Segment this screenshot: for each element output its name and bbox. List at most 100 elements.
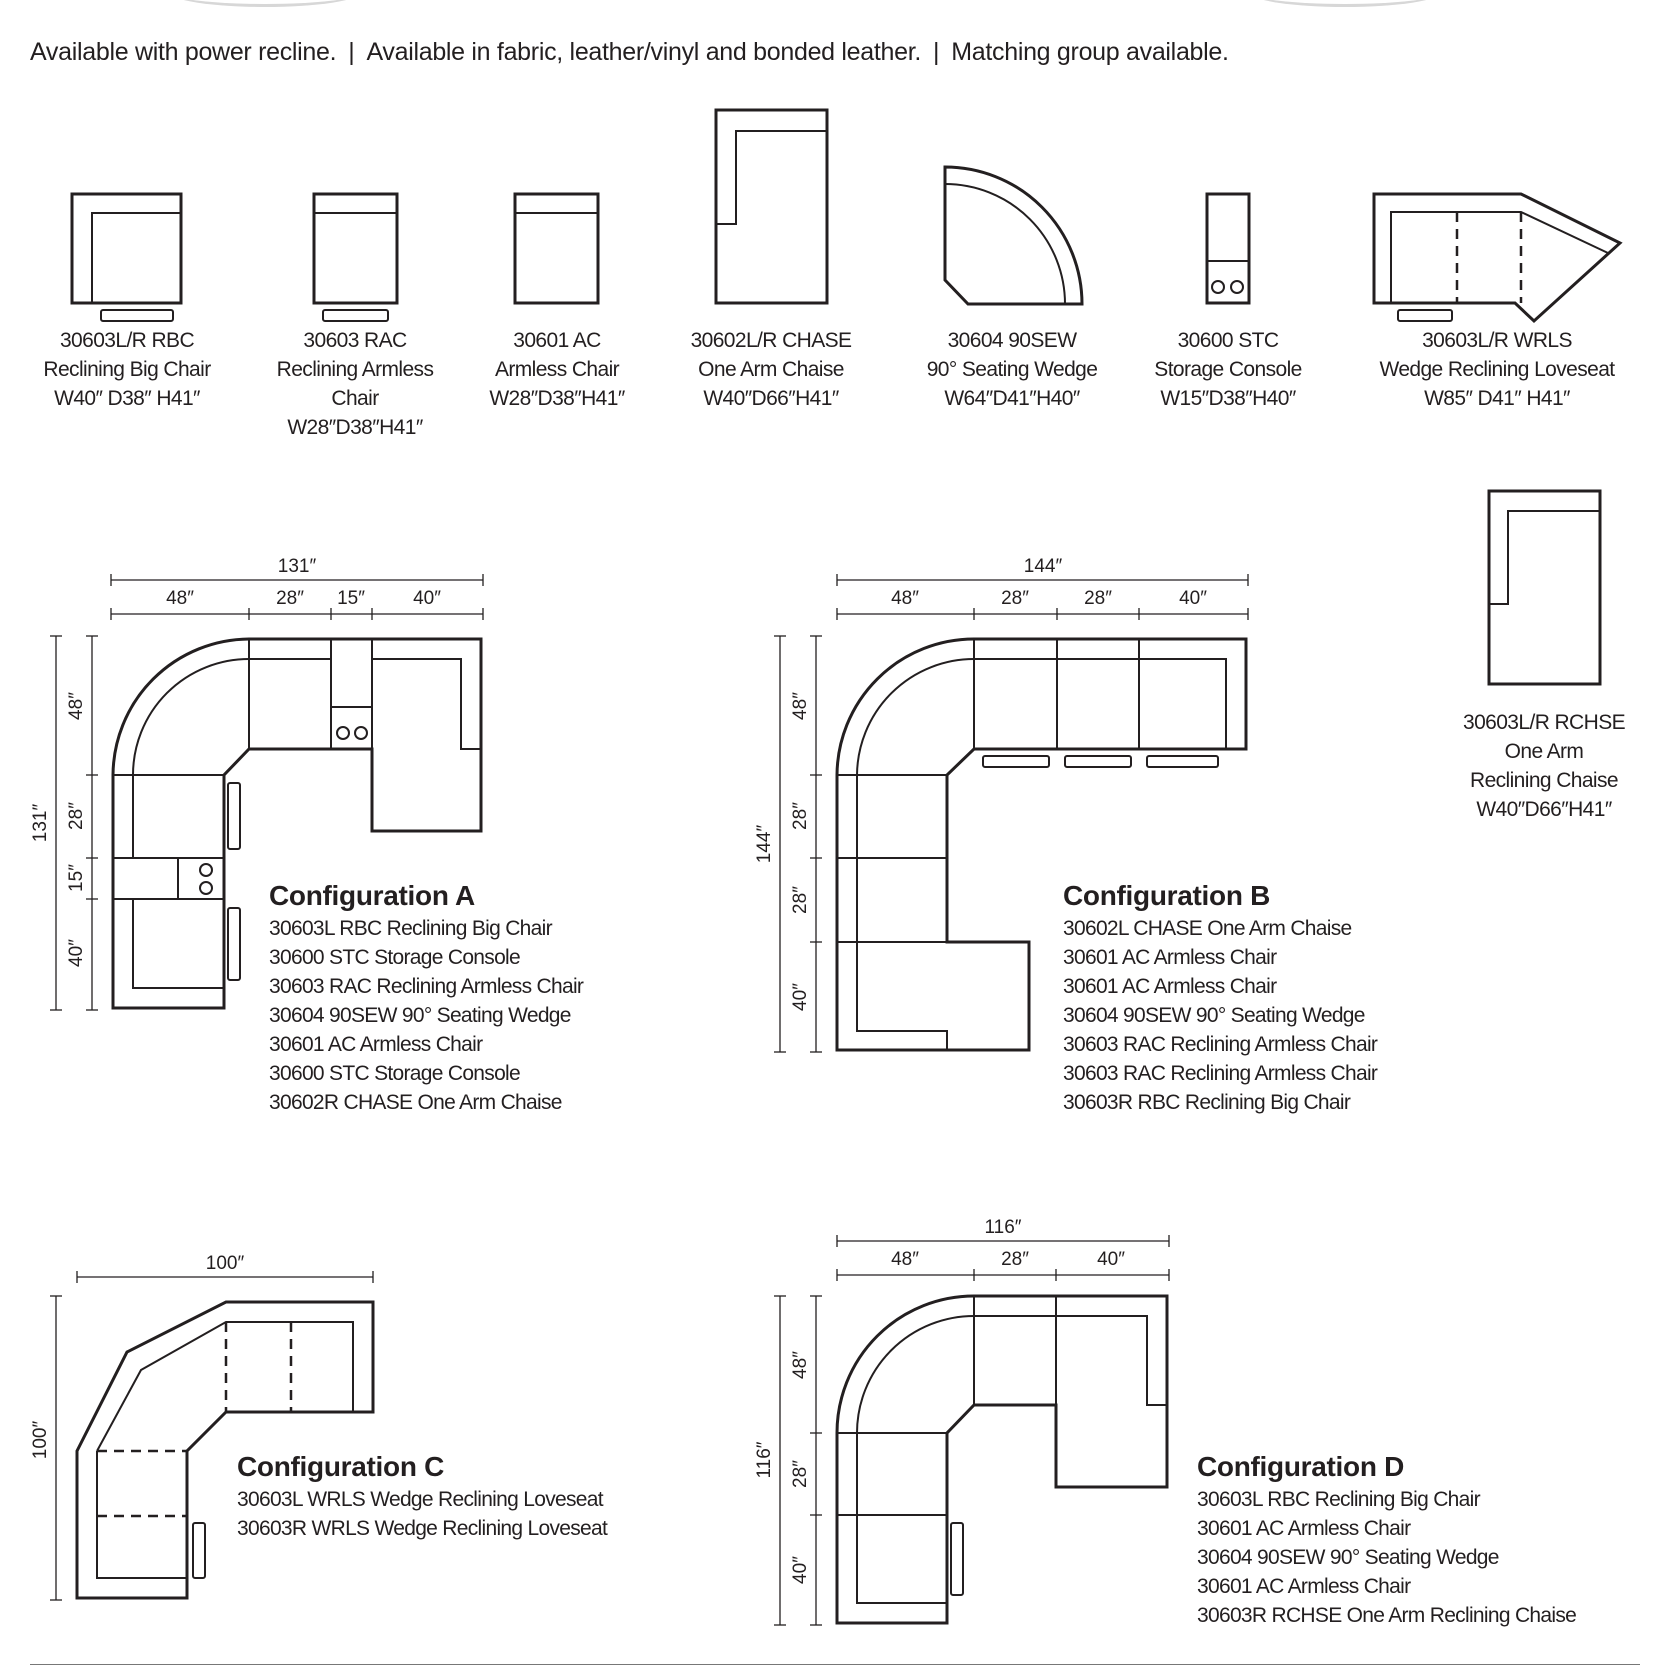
config-d-top-dim: 48″ <box>891 1249 919 1270</box>
config-a-item: 30603 RAC Reclining Armless Chair <box>269 975 584 998</box>
config-d-item: 30603L RBC Reclining Big Chair <box>1197 1488 1481 1511</box>
config-d-item: 30604 90SEW 90° Seating Wedge <box>1197 1546 1499 1569</box>
piece-dimensions: W28″D38″H41″ <box>489 387 625 410</box>
piece-model: 30603L/R RBC <box>59 329 195 352</box>
config-b-item: 30603 RAC Reclining Armless Chair <box>1063 1033 1378 1056</box>
config-a-top-dim: 15″ <box>337 588 365 609</box>
piece-rac-drawing <box>312 192 399 322</box>
config-c-item: 30603R WRLS Wedge Reclining Loveseat <box>237 1517 608 1540</box>
piece-description: 90° Seating Wedge <box>926 358 1098 381</box>
piece-description: One Arm Chaise <box>698 358 844 381</box>
config-b-left-dim: 28″ <box>790 886 811 914</box>
config-a-left-dim: 40″ <box>66 939 87 967</box>
config-a-title: Configuration A <box>269 880 475 911</box>
config-d-item: 30601 AC Armless Chair <box>1197 1575 1411 1598</box>
config-a-item: 30601 AC Armless Chair <box>269 1033 483 1056</box>
piece-rchse-drawing <box>1487 489 1602 686</box>
piece-caption-rbc: 30603L/R RBC Reclining Big Chair W40″ D3… <box>43 326 211 413</box>
config-d-left-dim: 28″ <box>790 1460 811 1488</box>
piece-description: Storage Console <box>1154 358 1302 381</box>
config-a-left-dim: 48″ <box>66 692 87 720</box>
config-d-title: Configuration D <box>1197 1451 1405 1482</box>
piece-wrls-drawing <box>1372 192 1623 324</box>
config-b-drawing: 144″ 48″ 28″ 28″ 40″ 144″ 48″ 28″ 28″ 40… <box>754 556 1249 1053</box>
piece-dimensions: W64″D41″H40″ <box>944 387 1080 410</box>
piece-model: 30603 RAC <box>303 329 407 352</box>
piece-model: 30600 STC <box>1177 329 1279 352</box>
config-a-item: 30603L RBC Reclining Big Chair <box>269 917 553 940</box>
piece-ac-drawing <box>513 192 600 305</box>
config-b-left-dim: 48″ <box>790 692 811 720</box>
piece-description: Reclining Armless <box>276 358 434 381</box>
config-a-item: 30600 STC Storage Console <box>269 946 521 969</box>
config-a-left-dim: 28″ <box>66 802 87 830</box>
config-a-drawing: 131″ 48″ 28″ 15″ 40″ 131″ 48″ 28″ 15″ 40… <box>30 556 484 1011</box>
piece-caption-stc: 30600 STC Storage Console W15″D38″H40″ <box>1154 326 1302 413</box>
piece-model: 30601 AC <box>513 329 601 352</box>
config-d-item: 30601 AC Armless Chair <box>1197 1517 1411 1540</box>
config-d-legend: Configuration D 30603L RBC Reclining Big… <box>1197 1451 1577 1630</box>
piece-description: One Arm <box>1504 740 1584 763</box>
config-c-title: Configuration C <box>237 1451 445 1482</box>
config-b-item: 30601 AC Armless Chair <box>1063 975 1277 998</box>
tagline-power-recline: Available with power recline. <box>30 38 337 66</box>
tagline-separator: | <box>348 38 355 66</box>
config-b-item: 30601 AC Armless Chair <box>1063 946 1277 969</box>
piece-caption-chase: 30602L/R CHASE One Arm Chaise W40″D66″H4… <box>691 326 852 413</box>
config-a-top-dim: 28″ <box>276 588 304 609</box>
piece-model: 30604 90SEW <box>947 329 1077 352</box>
piece-stc-drawing <box>1205 192 1251 305</box>
piece-description: Reclining Chaise <box>1470 769 1619 792</box>
piece-caption-rchse: 30603L/R RCHSE One Arm Reclining Chaise … <box>1462 708 1626 824</box>
piece-description: Armless Chair <box>494 358 620 381</box>
config-a-top-dim: 48″ <box>166 588 194 609</box>
config-a-top-dim: 40″ <box>413 588 441 609</box>
config-d-top-total: 116″ <box>984 1217 1021 1238</box>
config-b-item: 30603 RAC Reclining Armless Chair <box>1063 1062 1378 1085</box>
piece-caption-wrls: 30603L/R WRLS Wedge Reclining Loveseat W… <box>1379 326 1615 413</box>
config-a-item: 30602R CHASE One Arm Chaise <box>269 1091 562 1114</box>
piece-dimensions: W28″D38″H41″ <box>287 416 423 439</box>
piece-model: 30603L/R WRLS <box>1422 329 1572 352</box>
config-a-item: 30604 90SEW 90° Seating Wedge <box>269 1004 571 1027</box>
config-a-item: 30600 STC Storage Console <box>269 1062 521 1085</box>
tagline-separator: | <box>933 38 940 66</box>
config-b-left-dim: 28″ <box>790 802 811 830</box>
piece-dimensions: W40″D66″H41″ <box>1476 798 1612 821</box>
header-swoosh-right <box>1250 0 1440 7</box>
config-c-drawing: 100″ 100″ <box>30 1253 375 1601</box>
config-b-left-dim: 40″ <box>790 983 811 1011</box>
header-swoosh-left <box>170 0 360 7</box>
config-b-legend: Configuration B 30602L CHASE One Arm Cha… <box>1063 880 1378 1117</box>
piece-dimensions: W85″ D41″ H41″ <box>1424 387 1570 410</box>
piece-model: 30603L/R RCHSE <box>1462 711 1626 734</box>
config-d-left-dim: 48″ <box>790 1351 811 1379</box>
config-a-top-total: 131″ <box>278 556 317 577</box>
config-a-legend: Configuration A 30603L RBC Reclining Big… <box>269 880 584 1117</box>
config-b-top-dim: 28″ <box>1084 588 1112 609</box>
piece-description: Reclining Big Chair <box>43 358 211 381</box>
config-b-top-dim: 40″ <box>1179 588 1207 609</box>
config-c-legend: Configuration C 30603L WRLS Wedge Reclin… <box>237 1451 608 1543</box>
config-b-item: 30604 90SEW 90° Seating Wedge <box>1063 1004 1365 1027</box>
piece-description: Chair <box>331 387 379 410</box>
feature-tagline: Available with power recline.|Available … <box>30 38 1229 67</box>
config-d-left-total: 116″ <box>754 1441 775 1478</box>
config-c-item: 30603L WRLS Wedge Reclining Loveseat <box>237 1488 604 1511</box>
piece-dimensions: W15″D38″H40″ <box>1160 387 1296 410</box>
config-a-left-dim: 15″ <box>66 864 87 892</box>
config-b-top-total: 144″ <box>1024 556 1063 577</box>
piece-caption-sew: 30604 90SEW 90° Seating Wedge W64″D41″H4… <box>927 326 1098 413</box>
config-b-top-dim: 28″ <box>1001 588 1029 609</box>
piece-description: Wedge Reclining Loveseat <box>1379 358 1615 381</box>
piece-caption-rac: 30603 RAC Reclining Armless Chair W28″D3… <box>277 326 434 442</box>
piece-rbc-drawing <box>70 192 183 322</box>
piece-model: 30602L/R CHASE <box>690 329 852 352</box>
config-b-title: Configuration B <box>1063 880 1271 911</box>
piece-dimensions: W40″D66″H41″ <box>703 387 839 410</box>
config-d-left-dim: 40″ <box>790 1556 811 1584</box>
tagline-matching-group: Matching group available. <box>951 38 1229 66</box>
footer-rule <box>30 1664 1640 1665</box>
piece-dimensions: W40″ D38″ H41″ <box>54 387 200 410</box>
